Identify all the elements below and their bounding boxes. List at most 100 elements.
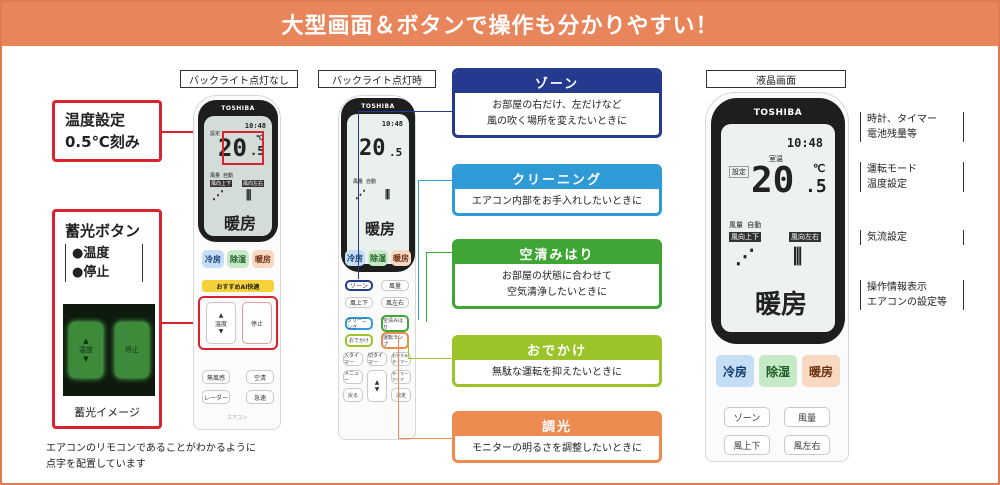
dimmer-callout: 調光 モニターの明るさを調整したいときに	[452, 411, 662, 463]
glow-callout-line	[162, 322, 194, 324]
remote1-louver-leftright-icon: ⫼	[246, 188, 252, 202]
remote1-dir-leftright: 風向左右	[242, 180, 265, 187]
remote3-top: TOSHIBA 10:48 室温 設定 20 .5 ℃ 風量 自動 風向上下 風…	[711, 98, 845, 344]
dimmer-callout-line1: モニターの明るさを調整したいときに	[472, 443, 642, 454]
remote1-heat-button[interactable]: 暖房	[252, 250, 274, 268]
remote1-quick-button[interactable]: 急速	[246, 390, 274, 404]
lcd-note-mode: 運転モード 温度設定	[860, 162, 964, 192]
remote3-updown-button[interactable]: 風上下	[724, 435, 770, 455]
airwatch-line-h	[426, 252, 452, 253]
remote3-louver-leftright-icon: ⫼	[793, 244, 803, 268]
remote-lcd-closeup: TOSHIBA 10:48 室温 設定 20 .5 ℃ 風量 自動 風向上下 風…	[705, 92, 849, 462]
remote1-stop-button[interactable]: 停止	[242, 302, 272, 344]
glow-callout: 蓄光ボタン ●温度 ●停止 ▲ 温度 ▼ 停止 蓄光イメージ	[52, 209, 162, 429]
remote2-louver-leftright-icon: ⫼	[385, 188, 391, 201]
remote3-temp-unit: ℃	[813, 162, 826, 175]
odekake-line-v	[408, 340, 409, 358]
remote-backlight-on: TOSHIBA 10:48 20 .5 風量 自動 ⋰ ⫼ 暖房 冷房 除湿 暖…	[338, 95, 416, 440]
remote-backlight-off: TOSHIBA 10:48 設定 20 .5 ℃ 風量 自動 風向上下 風向左右…	[193, 95, 281, 430]
remote1-top: TOSHIBA 10:48 設定 20 .5 ℃ 風量 自動 風向上下 風向左右…	[198, 100, 278, 242]
remote2-heat-button[interactable]: 暖房	[391, 250, 411, 266]
remote3-room-label: 室温	[769, 155, 783, 163]
remote1-dry-button[interactable]: 除湿	[227, 250, 249, 268]
airwatch-callout-title: 空清みはり	[455, 242, 659, 264]
remote2-brand: TOSHIBA	[361, 103, 395, 110]
label-backlight-off: バックライト点灯なし	[180, 70, 298, 88]
remote1-recommend-label: おすすめAI快適	[202, 280, 274, 292]
remote1-dir-updown: 風向上下	[210, 180, 233, 187]
remote1-temp-label: 温度	[214, 320, 227, 328]
cleaning-line-v	[418, 180, 419, 320]
label-lcd-screen: 液晶画面	[706, 70, 846, 88]
remote2-dry-button[interactable]: 除湿	[368, 250, 388, 266]
odekake-callout-line1: 無駄な運転を抑えたいときに	[492, 367, 622, 378]
remote2-lcd: 10:48 20 .5 風量 自動 ⋰ ⫼ 暖房	[347, 114, 409, 264]
remote2-menu-button[interactable]: メニュー	[343, 370, 363, 384]
remote2-fan-button[interactable]: 風量	[381, 280, 409, 291]
remote1-temp-button[interactable]: ▲ 温度 ▼	[206, 302, 236, 344]
remote3-leftright-button[interactable]: 風左右	[784, 435, 830, 455]
remote3-clock: 10:48	[786, 136, 823, 150]
remote2-louver-updown-icon: ⋰	[355, 188, 366, 201]
remote2-dpad[interactable]: ▲ ▼	[367, 370, 387, 402]
remote1-mode: 暖房	[224, 214, 257, 233]
temp-callout-title: 温度設定	[65, 111, 126, 129]
remote1-glow-highlight: ▲ 温度 ▼ 停止	[198, 296, 278, 350]
airwatch-callout: 空清みはり お部屋の状態に合わせて空気清浄したいときに	[452, 239, 662, 309]
remote3-fan-button[interactable]: 風量	[784, 407, 830, 427]
remote3-dry-button[interactable]: 除湿	[759, 355, 797, 387]
remote2-top: TOSHIBA 10:48 20 .5 風量 自動 ⋰ ⫼ 暖房	[341, 98, 415, 272]
glow-item-temp: ●温度	[72, 246, 110, 261]
remote3-dir-leftright: 風向左右	[789, 232, 821, 242]
remote2-off-timer-button[interactable]: 切タイマー	[367, 352, 387, 366]
remote2-on-timer-button[interactable]: 入タイマー	[343, 352, 363, 366]
lcd-note-airflow: 気流設定	[860, 230, 964, 245]
remote1-silent-button[interactable]: 無風感	[202, 370, 230, 384]
odekake-callout-title: おでかけ	[455, 338, 659, 360]
remote2-airwatch-button[interactable]: 空清みはり	[381, 315, 409, 332]
remote3-zone-button[interactable]: ゾーン	[724, 407, 770, 427]
airwatch-line-v	[426, 252, 427, 322]
remote2-sleep-timer-button[interactable]: おやすみタイマー	[391, 352, 411, 366]
remote2-enter-button[interactable]: 決定	[391, 388, 411, 402]
remote2-updown-button[interactable]: 風上下	[345, 297, 373, 308]
remote2-odekake-button[interactable]: おでかけ	[345, 334, 373, 347]
cleaning-line-h	[418, 180, 452, 181]
remote2-leftright-button[interactable]: 風左右	[381, 297, 409, 308]
remote2-zone-button[interactable]: ゾーン	[345, 280, 373, 291]
remote1-preset-label: 設定	[210, 131, 221, 137]
remote2-cleaning-button[interactable]: クリーニング	[345, 317, 373, 331]
remote2-mode: 暖房	[365, 220, 396, 238]
remote2-dpad-up-icon: ▲	[374, 379, 380, 386]
lcd-note-info: 操作情報表示 エアコンの設定等	[860, 280, 964, 310]
remote2-timer-clear-button[interactable]: タイマークリア	[391, 370, 411, 384]
remote3-heat-button[interactable]: 暖房	[802, 355, 840, 387]
remote3-wind: 風量 自動	[729, 221, 762, 229]
glow-image: ▲ 温度 ▼ 停止	[63, 304, 155, 396]
lcd-note-airflow-line1: 気流設定	[867, 232, 907, 243]
lcd-note-clock-line2: 電池残量等	[867, 129, 917, 140]
remote1-wind: 風量 自動	[210, 173, 234, 179]
remote3-dir-updown: 風向上下	[729, 232, 761, 242]
remote1-cool-button[interactable]: 冷房	[202, 250, 224, 268]
remote2-back-button[interactable]: 戻る	[343, 388, 363, 402]
remote2-dpad-down-icon: ▼	[374, 386, 380, 393]
glow-up-arrow-icon: ▲	[83, 337, 89, 345]
footnote-line2: 点字を配置しています	[46, 459, 146, 470]
dimmer-line-h	[398, 438, 452, 439]
remote1-temp-up-icon: ▲	[218, 311, 224, 319]
temp-callout: 温度設定 0.5℃刻み	[52, 100, 162, 162]
remote3-temp: 20	[751, 160, 795, 201]
remote2-lamp-button[interactable]: 運転ランプ	[381, 332, 409, 349]
remote1-airclean-button[interactable]: 空清	[246, 370, 274, 384]
remote1-temp-unit: ℃	[256, 134, 264, 142]
remote1-brand: TOSHIBA	[221, 105, 255, 112]
glow-temp-button: ▲ 温度 ▼	[69, 322, 103, 378]
remote1-radar-button[interactable]: レーダー	[202, 390, 230, 404]
remote3-cool-button[interactable]: 冷房	[716, 355, 754, 387]
remote1-louver-updown-icon: ⋰	[212, 188, 224, 202]
dimmer-callout-title: 調光	[455, 414, 659, 436]
page-title: 大型画面＆ボタンで操作も分かりやすい！	[2, 2, 998, 46]
remote2-cool-button[interactable]: 冷房	[345, 250, 365, 266]
